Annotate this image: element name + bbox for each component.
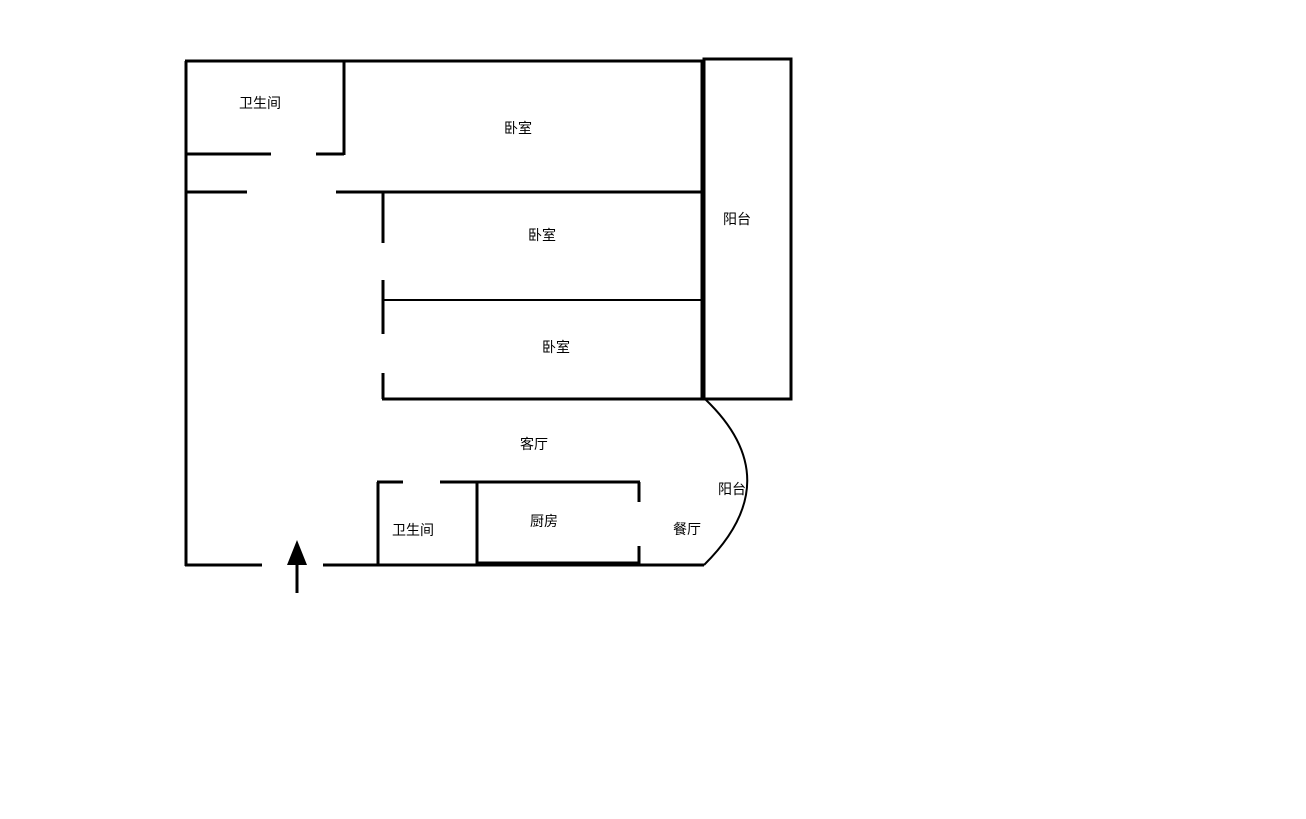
balcony-curved-outline [703,398,749,566]
balcony-right-outline [702,57,793,401]
room-label-bathroom-bottom: 卫生间 [392,523,434,539]
room-label-bedroom-1: 卧室 [504,120,532,137]
walls [184,57,793,567]
room-label-kitchen: 厨房 [530,514,558,530]
room-label-balcony-right: 阳台 [723,212,751,228]
room-label-bathroom-top: 卫生间 [239,96,281,112]
room-label-dining-room: 餐厅 [673,522,701,538]
room-label-bedroom-3: 卧室 [542,339,570,356]
room-label-balcony-curved: 阳台 [718,482,746,498]
room-label-living-room: 客厅 [520,436,548,453]
arrow-up-icon [287,540,307,593]
room-label-bedroom-2: 卧室 [528,227,556,244]
